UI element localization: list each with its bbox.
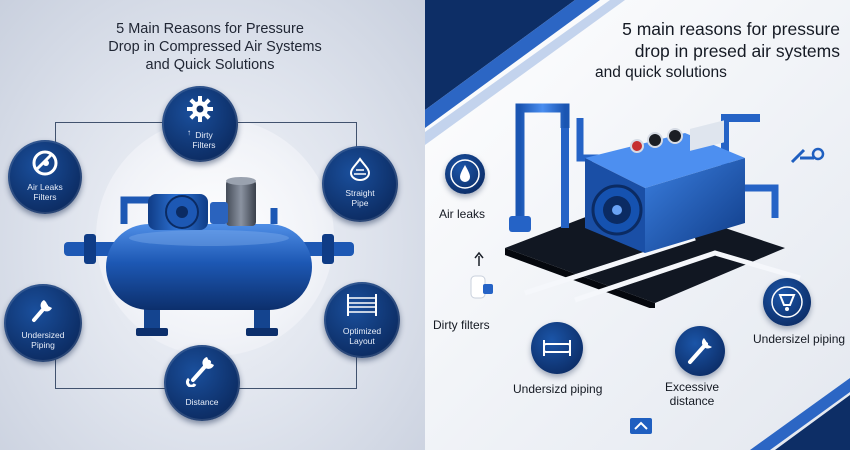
water-splash-icon: [349, 157, 371, 181]
gear-icon: [187, 96, 213, 122]
excessive-distance-icon-badge: [675, 326, 725, 376]
node-undersized-piping-label: Undersized Piping: [21, 330, 65, 350]
node-dirty-filters-label: Dirty Filters: [192, 130, 216, 150]
right-title-line-2: drop in presed air systems: [634, 41, 840, 61]
label-excessive-distance: Excessive distance: [665, 380, 720, 408]
label-dirty-filters: Dirty filters: [433, 318, 490, 332]
label-air-leaks: Air leaks: [439, 207, 486, 221]
wrench-icon: [185, 357, 214, 387]
node-straight-pipe-label: Straight Pipe: [345, 188, 375, 208]
layout-pipe-icon: [347, 294, 377, 316]
node-distance: Distance: [164, 345, 240, 421]
water-drop-icon: [450, 159, 480, 189]
node-optimized-layout-label: Optimized Layout: [342, 326, 382, 346]
wrench-icon: [688, 338, 712, 364]
left-panel: 5 Main Reasons for Pressure Drop in Comp…: [0, 0, 425, 450]
air-compressor-illustration: [64, 177, 354, 336]
compressor-platform-illustration: [505, 103, 801, 308]
air-leak-icon-badge: [445, 154, 485, 194]
left-title-line-2: Drop in Compressed Air Systems: [108, 39, 322, 55]
label-undersized-piping-bottom: Undersizd piping: [513, 382, 603, 396]
leak-disc-icon: [32, 150, 58, 176]
right-title: 5 main reasons for pressure drop in pres…: [535, 18, 840, 84]
filter-valve-icon: [470, 251, 493, 299]
undersized-piping-icon-badge: [531, 322, 583, 374]
arrow-up-icon: ↑: [187, 128, 191, 137]
corner-stripes: [425, 0, 850, 450]
node-undersized-piping: Undersized Piping: [4, 284, 82, 362]
right-title-line-3: and quick solutions: [595, 64, 727, 81]
pipe-icon: [543, 340, 571, 356]
left-title: 5 Main Reasons for Pressure Drop in Comp…: [60, 20, 360, 74]
node-straight-pipe: Straight Pipe: [322, 146, 398, 222]
wrench-icon: [32, 300, 52, 322]
node-dirty-filters: ↑ Dirty Filters: [162, 86, 238, 162]
small-arrow-icon: [630, 418, 652, 434]
node-optimized-layout: Optimized Layout: [324, 282, 400, 358]
node-distance-label: Distance: [185, 397, 219, 407]
node-air-leaks-label: Air Leaks Filters: [27, 182, 63, 202]
right-panel: 5 main reasons for pressure drop in pres…: [425, 0, 850, 450]
left-title-line-1: 5 Main Reasons for Pressure: [116, 21, 304, 37]
left-title-line-3: and Quick Solutions: [145, 57, 275, 73]
small-valve-icon: [790, 147, 825, 164]
right-title-line-1: 5 main reasons for pressure: [622, 19, 840, 39]
gauge-badge-icon: [771, 286, 803, 318]
node-air-leaks: Air Leaks Filters: [8, 140, 82, 214]
undersized-piping-right-icon-badge: [763, 278, 811, 326]
label-undersized-piping-right: Undersizel piping: [753, 332, 846, 346]
